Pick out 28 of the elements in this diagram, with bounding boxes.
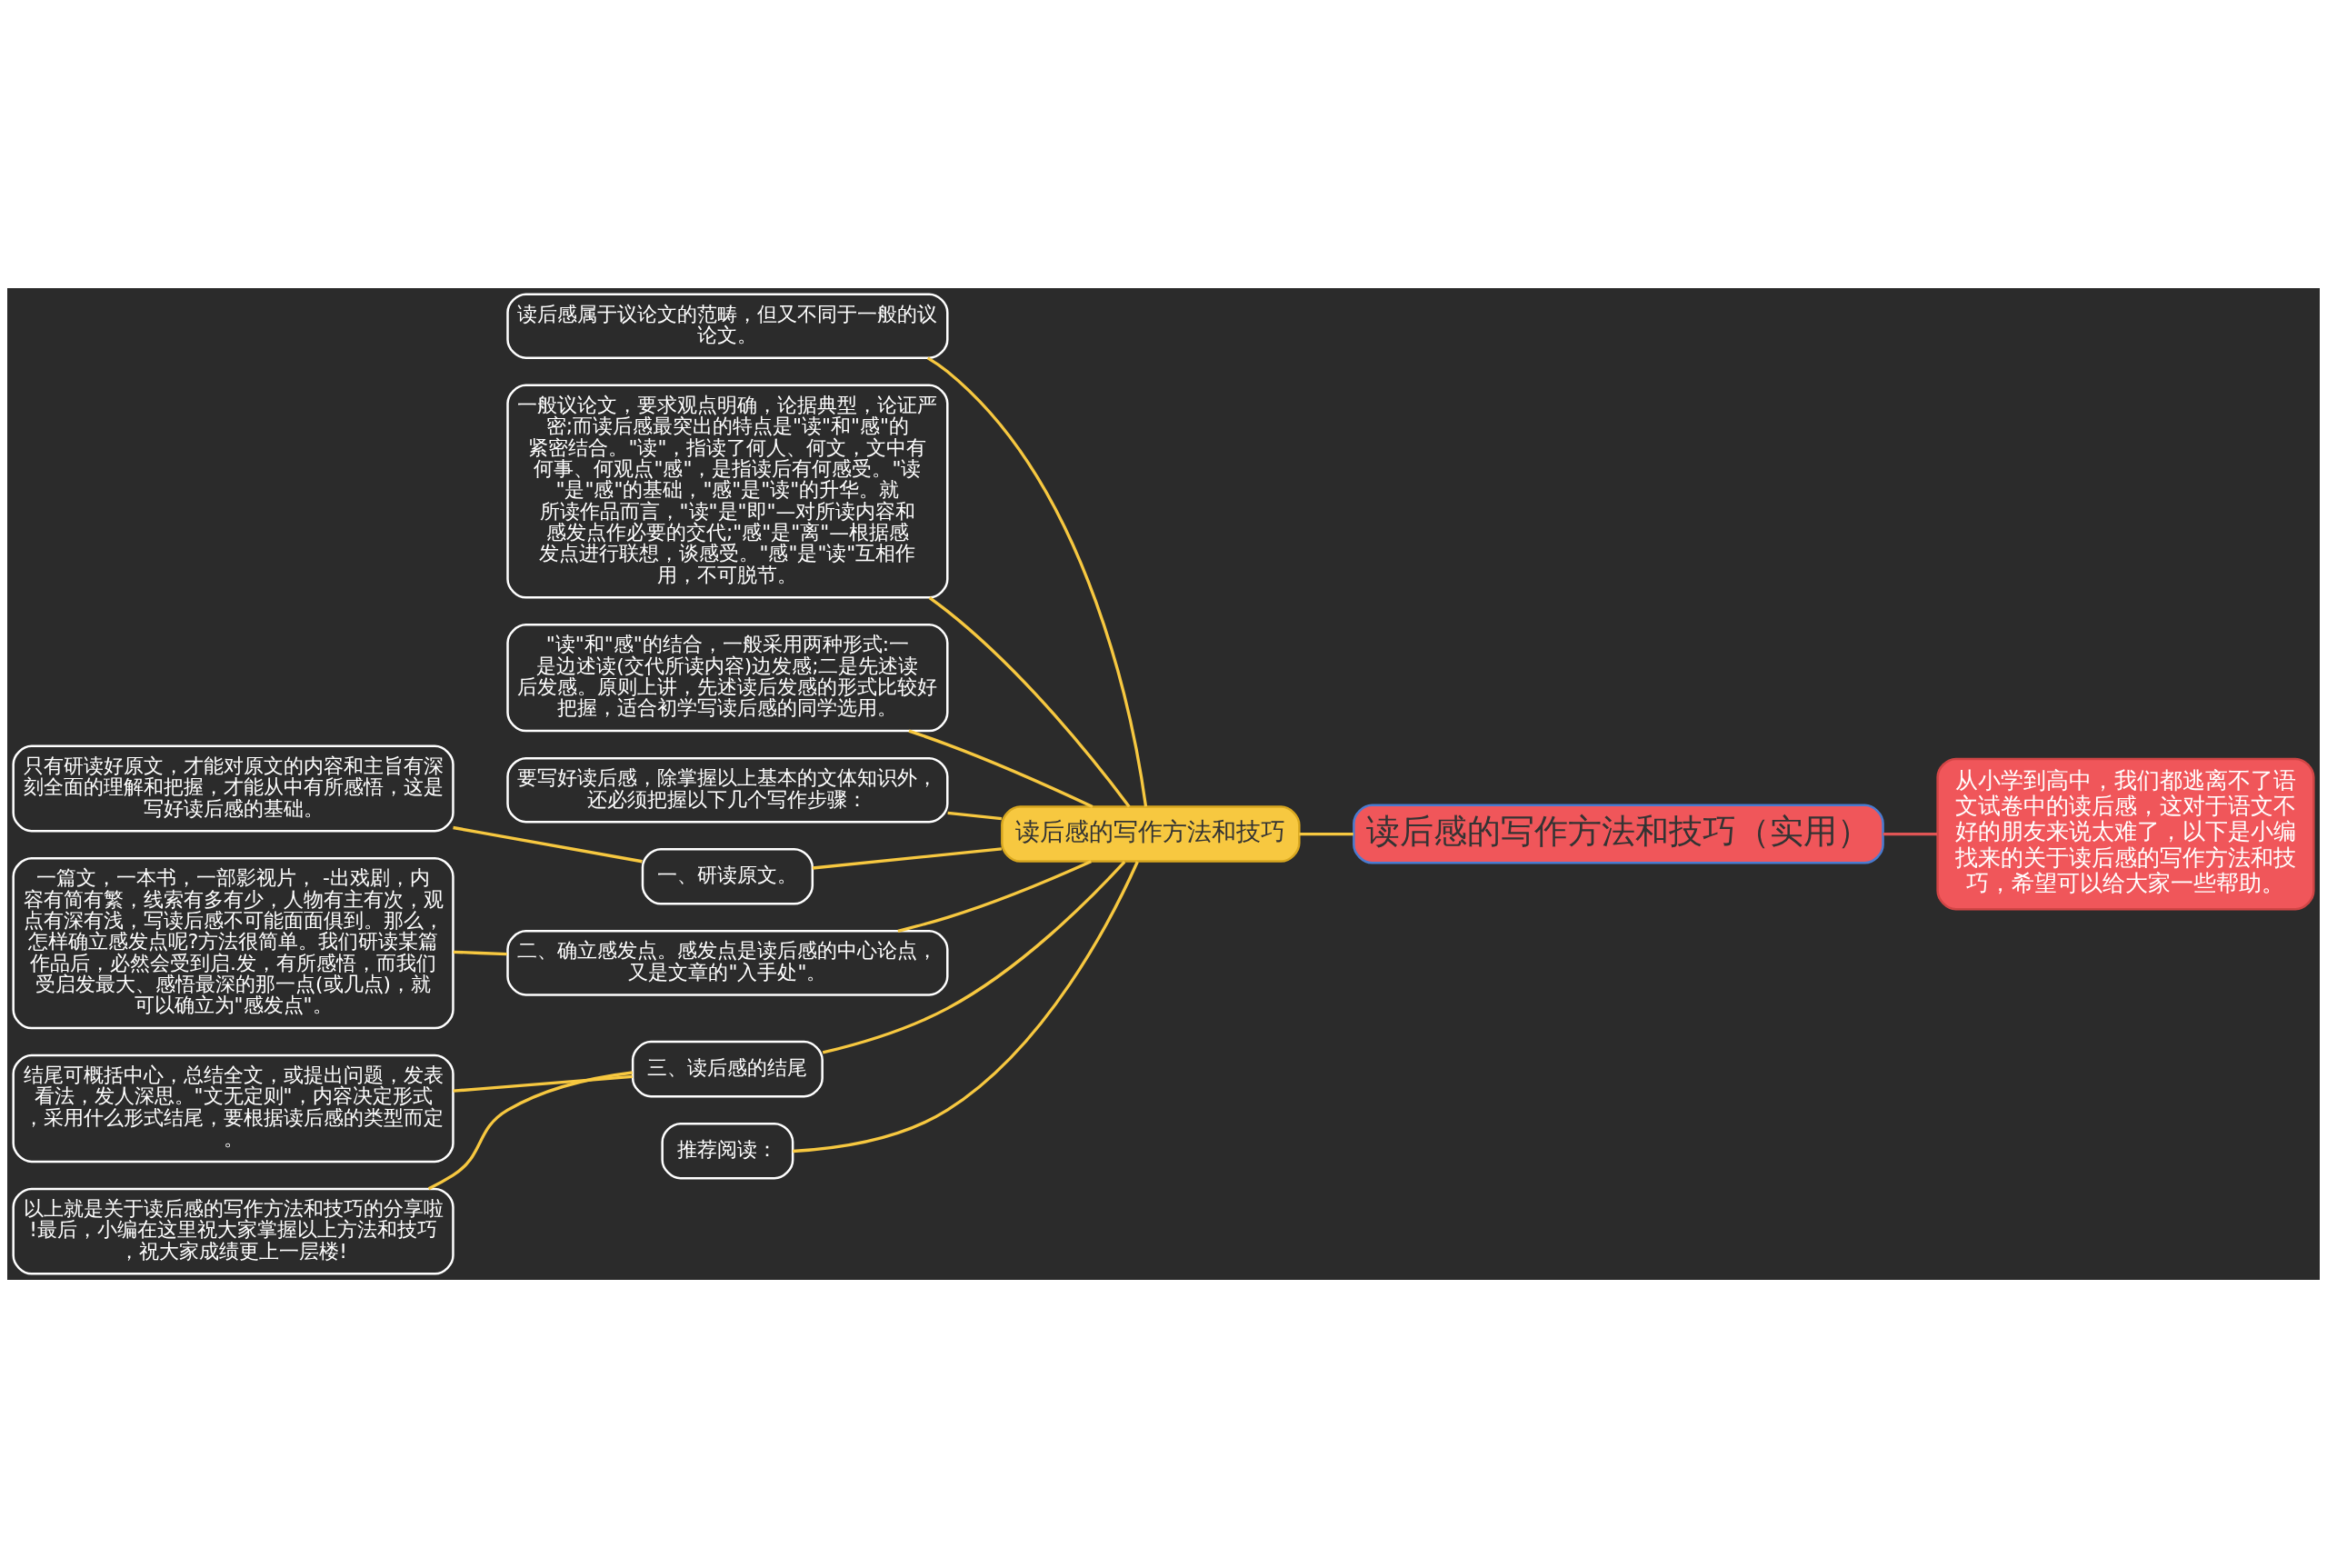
node-box: 二、确立感发点。感发点是读后感的中心论点，又是文章的"入手处"。	[506, 930, 949, 996]
node-box: 三、读后感的结尾	[631, 1040, 824, 1098]
connector	[812, 847, 1003, 870]
node-box: 只有研读好原文，才能对原文的内容和主旨有深刻全面的理解和把握，才能从中有所感悟，这是写好读后感的基础。	[12, 744, 454, 833]
connector	[926, 356, 1148, 807]
node-box: 一、研读原文。	[641, 848, 814, 905]
connector	[897, 860, 1092, 933]
node-box: 读后感的写作方法和技巧（实用）	[1353, 804, 1884, 864]
node-box: "读"和"感"的结合，一般采用两种形式:一是边述读(交代所读内容)边发感;二是先述读后发感。原则上讲，先述读后发感的形式比较好把握，适合初学写读后感的同学选用。	[506, 624, 949, 733]
node-box: 一篇文，一本书，一部影视片， -出戏剧，内容有简有繁，线索有多有少，人物有主有次，观点有深有浅，写读后感不可能面面俱到。那么，怎样确立感发点呢?方法很简单。我们研读某篇作品后，必然会受到启.发，有所感悟，而我们受启发最大、感悟最深的那一点(或几点)，就可以确立为"感发点"。	[12, 857, 454, 1030]
node-box: 从小学到高中，我们都逃离不了语文试卷中的读后感，这对于语文不好的朋友来说太难了，以下是小编找来的关于读后感的写作方法和技巧，希望可以给大家一些帮助。	[1936, 757, 2315, 911]
node-box: 读后感的写作方法和技巧	[1001, 805, 1301, 863]
connector	[453, 825, 643, 864]
connector	[453, 1074, 633, 1093]
node-box: 结尾可概括中心，总结全文，或提出问题，发表看法，发人深思。"文无定则"，内容决定形式，采用什么形式结尾，要根据读后感的类型而定。	[12, 1054, 454, 1164]
node-box: 读后感属于议论文的范畴，但又不同于一般的议论文。	[506, 293, 949, 359]
connector	[1299, 832, 1353, 836]
node-box: 推荐阅读：	[661, 1122, 794, 1180]
node-box: 要写好读后感，除掌握以上基本的文体知识外，还必须把握以下几个写作步骤：	[506, 756, 949, 824]
connector	[928, 596, 1131, 808]
connector	[822, 861, 1126, 1054]
node-box: 以上就是关于读后感的写作方法和技巧的分享啦!最后，小编在这里祝大家掌握以上方法和技巧，祝大家成绩更上一层楼!	[12, 1187, 454, 1275]
connector	[947, 811, 1003, 821]
connector	[453, 950, 507, 956]
node-box: 一般议论文，要求观点明确，论据典型，论证严密;而读后感最突出的特点是"读"和"感"的紧密结合。"读"，指读了何人、何文，文中有何事、何观点"感"，是指读后有何感受。"读"是"感"的基础，"感"是"读"的升华。就所读作品而言，"读"是"即"—对所读内容和感发点作必要的交代;"感"是"离"—根据感发点进行联想，谈感受。"感"是"读"互相作用，不可脱节。	[506, 384, 949, 599]
connector	[1883, 832, 1938, 836]
connector	[427, 1071, 633, 1191]
connector	[793, 861, 1139, 1154]
